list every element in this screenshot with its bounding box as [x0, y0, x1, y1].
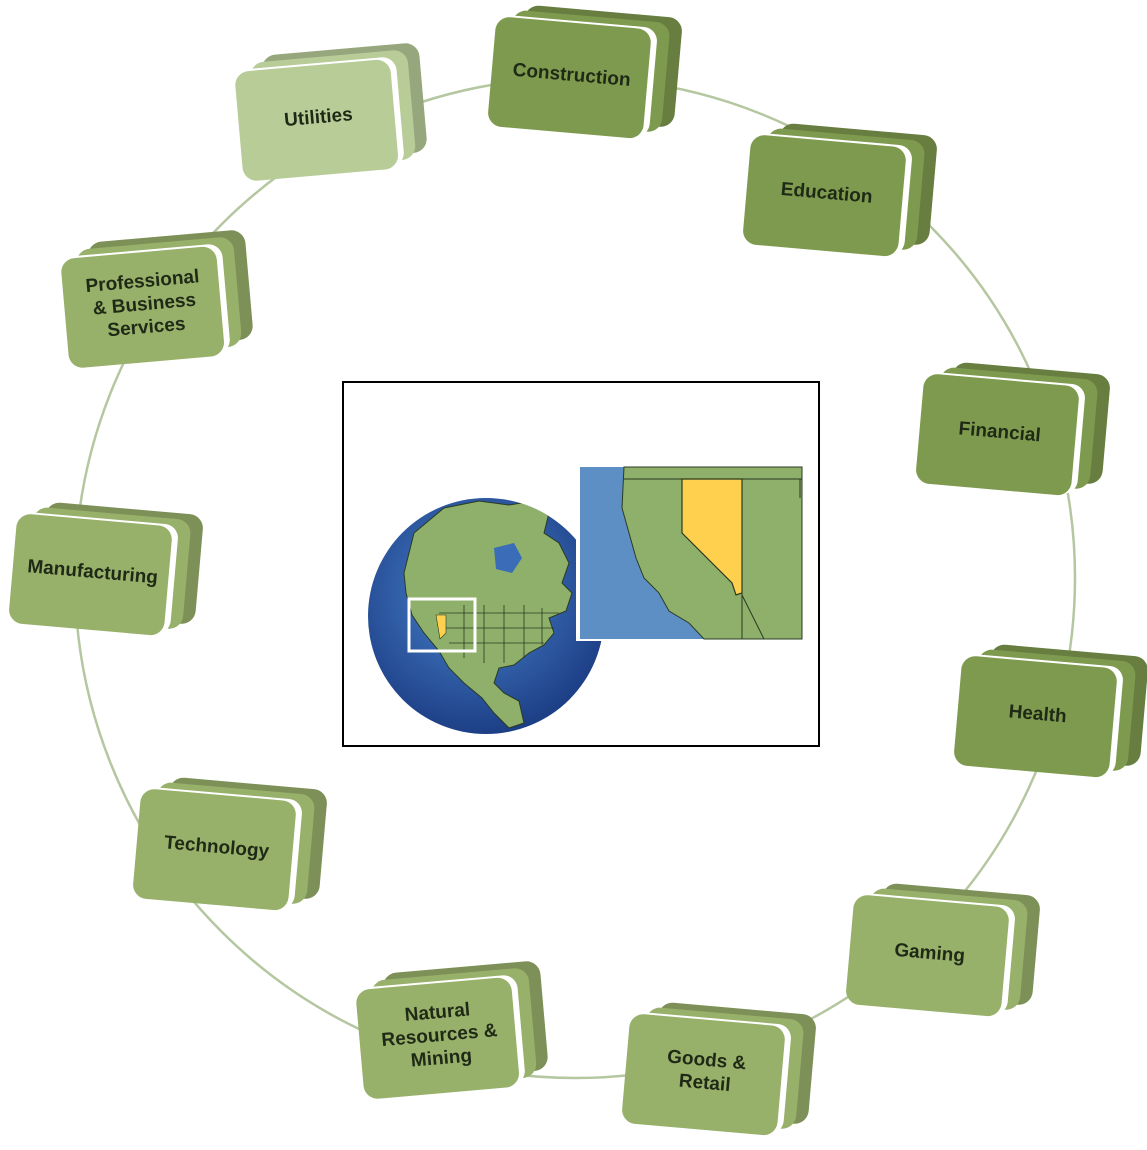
box-shape — [622, 1002, 816, 1136]
sector-label: Health — [1007, 700, 1068, 727]
sector-label: Professional & Business Services — [84, 265, 201, 341]
state-borders — [624, 478, 802, 640]
sector-label: Manufacturing — [26, 555, 159, 589]
hudson-bay — [494, 543, 522, 573]
sector-label: Gaming — [893, 939, 966, 967]
box-shape — [235, 43, 427, 181]
sector-label: Natural Resources & Mining — [380, 998, 499, 1072]
sector-box-goods: Goods & Retail — [619, 997, 819, 1141]
nevada-shape — [435, 614, 447, 640]
nevada-location-map — [342, 381, 820, 747]
sector-box-manufacturing: Manufacturing — [6, 497, 206, 641]
sector-label: Technology — [163, 831, 271, 862]
us-state-grid — [439, 605, 559, 663]
box-shape — [743, 123, 937, 257]
sector-box-construction: Construction — [485, 0, 685, 144]
box-shape — [356, 961, 548, 1099]
box-shape — [61, 230, 253, 368]
box-shape — [133, 777, 327, 911]
sector-box-technology: Technology — [130, 772, 330, 916]
globe-map-icon — [368, 465, 804, 734]
sector-box-education: Education — [740, 118, 940, 262]
zoomed-inset — [576, 465, 804, 641]
sector-label: Financial — [957, 417, 1042, 446]
box-shape — [488, 5, 682, 139]
box-shape — [954, 644, 1147, 778]
sector-box-professional: Professional & Business Services — [57, 227, 257, 371]
sector-label: Utilities — [283, 103, 354, 131]
sector-box-natural: Natural Resources & Mining — [352, 958, 552, 1102]
north-america-landmass — [403, 500, 573, 729]
sector-box-utilities: Utilities — [231, 40, 431, 184]
sector-box-health: Health — [951, 639, 1147, 783]
box-shape — [916, 362, 1110, 496]
sector-label: Education — [780, 178, 874, 208]
sector-label: Goods & Retail — [666, 1046, 748, 1097]
zoom-region-box — [407, 597, 477, 653]
sector-box-financial: Financial — [913, 357, 1113, 501]
box-shape — [9, 502, 203, 636]
sector-label: Construction — [511, 59, 632, 91]
box-shape — [846, 883, 1040, 1017]
sector-box-gaming: Gaming — [843, 878, 1043, 1022]
